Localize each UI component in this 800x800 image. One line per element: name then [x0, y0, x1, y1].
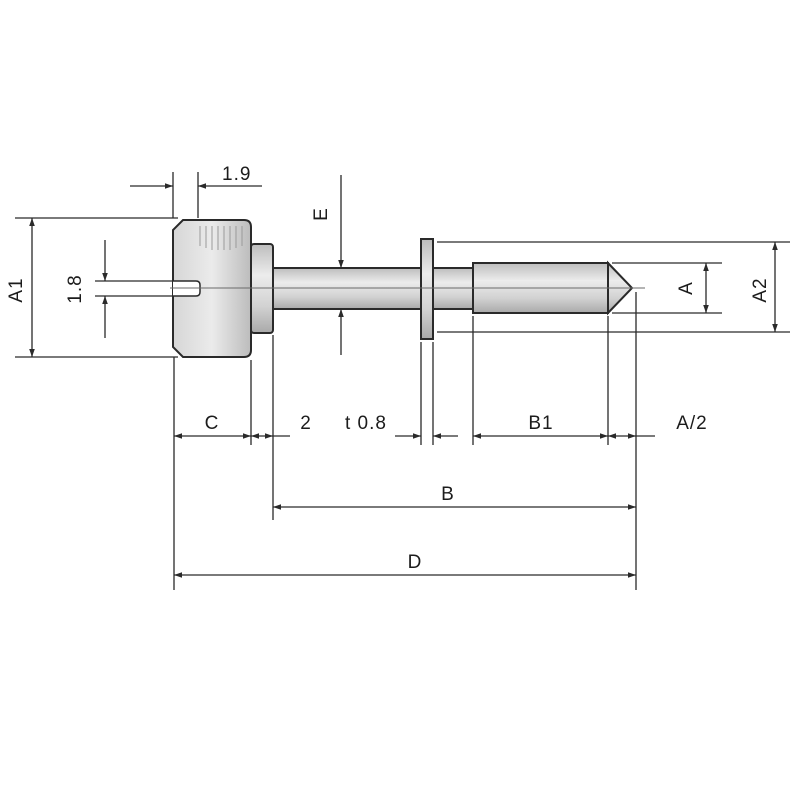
- label-a1: A1: [6, 277, 27, 302]
- label-a2: A2: [750, 277, 771, 302]
- dimension-labels: 1.9 A1 1.8 E A A2 C 2 t 0.8 B1 A/2 B D: [6, 164, 771, 573]
- label-b: B: [441, 484, 455, 505]
- label-1.9: 1.9: [222, 164, 251, 185]
- label-2: 2: [300, 413, 312, 434]
- knurl-texture: [199, 226, 243, 250]
- label-e: E: [311, 207, 332, 221]
- label-1.8: 1.8: [65, 274, 86, 303]
- label-t0.8: t 0.8: [345, 413, 387, 434]
- label-d: D: [408, 552, 423, 573]
- label-c: C: [205, 413, 220, 434]
- washer: [420, 238, 434, 340]
- screw-part: [170, 219, 645, 358]
- label-b1: B1: [528, 413, 553, 434]
- label-a: A: [676, 281, 697, 295]
- label-a-half: A/2: [676, 413, 708, 434]
- extension-lines: [15, 172, 790, 590]
- dimension-lines: [29, 175, 778, 578]
